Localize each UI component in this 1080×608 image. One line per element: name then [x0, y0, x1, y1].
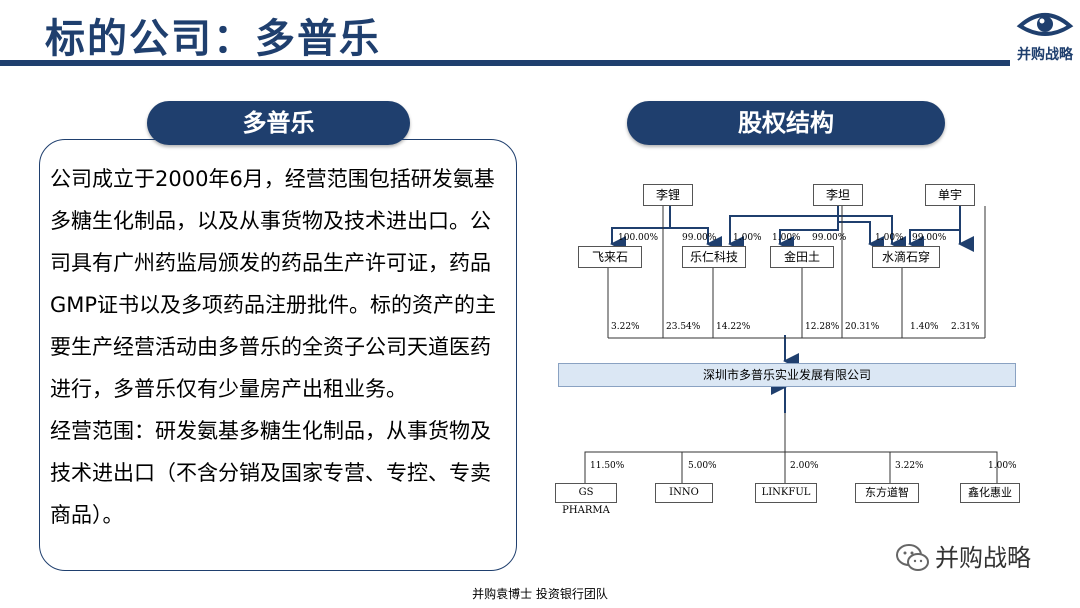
ownership-pct: 99.00%	[682, 233, 717, 243]
ownership-pct: 20.31%	[845, 322, 880, 332]
watermark-text: 并购战略	[935, 544, 1031, 572]
business-scope-paragraph: 经营范围：研发氨基多糖生化制品，从事货物及技术进出口（不含分销及国家专营、专控、…	[50, 419, 491, 527]
subsidiary-box: INNO	[655, 483, 713, 503]
description-box	[39, 139, 517, 571]
ownership-pct: 23.54%	[666, 322, 701, 332]
company-pill: 多普乐	[147, 101, 410, 145]
ownership-pct: 3.22%	[611, 322, 640, 332]
entity-box: 水滴石穿	[872, 246, 940, 268]
ownership-pct: 1.00%	[988, 461, 1017, 471]
subsidiary-box: LINKFUL	[755, 483, 817, 503]
ownership-pct: 1.00%	[875, 233, 904, 243]
ownership-pct: 1.40%	[910, 322, 939, 332]
ownership-pct: 5.00%	[688, 461, 717, 471]
ownership-pct: 99.00%	[812, 233, 847, 243]
person-box: 单宇	[925, 184, 975, 206]
equity-diagram: 李锂 李坦 单宇 飞来石 乐仁科技 金田土 水滴石穿 深圳市多普乐实业发展有限公…	[540, 170, 1060, 520]
ownership-pct: 11.50%	[590, 461, 625, 471]
logo-text: 并购战略	[1017, 47, 1073, 63]
description-paragraph: 公司成立于2000年6月，经营范围包括研发氨基多糖生化制品，以及从事货物及技术进…	[50, 167, 497, 401]
ownership-pct: 2.31%	[951, 322, 980, 332]
person-box: 李坦	[813, 184, 863, 206]
ownership-pct: 2.00%	[790, 461, 819, 471]
ownership-pct: 12.28%	[805, 322, 840, 332]
subsidiary-box: 鑫化惠业	[960, 483, 1020, 503]
entity-box: 金田土	[770, 246, 834, 268]
subsidiary-box: 东方道智	[855, 483, 919, 503]
watermark: 并购战略	[895, 541, 1065, 575]
equity-structure-pill: 股权结构	[627, 101, 945, 145]
ownership-pct: 14.22%	[716, 322, 751, 332]
description-text: 公司成立于2000年6月，经营范围包括研发氨基多糖生化制品，以及从事货物及技术进…	[50, 158, 510, 536]
eye-icon	[1016, 13, 1074, 36]
entity-box: 飞来石	[578, 246, 642, 268]
ownership-pct: 1.00%	[733, 233, 762, 243]
subsidiary-box: GS PHARMA	[555, 483, 617, 516]
person-box: 李锂	[643, 184, 693, 206]
company-box: 深圳市多普乐实业发展有限公司	[558, 363, 1016, 387]
diagram-lines	[584, 206, 998, 483]
ownership-pct: 3.22%	[895, 461, 924, 471]
page-title: 标的公司：多普乐	[45, 16, 381, 62]
ownership-pct: 99.00%	[912, 233, 947, 243]
logo: 并购战略	[1014, 6, 1076, 63]
entity-box: 乐仁科技	[682, 246, 746, 268]
footer-text: 并购袁博士 投资银行团队	[472, 587, 608, 601]
ownership-pct: 100.00%	[618, 233, 659, 243]
header-divider	[0, 60, 1010, 66]
wechat-icon	[896, 544, 929, 571]
ownership-pct: 1.00%	[772, 233, 801, 243]
